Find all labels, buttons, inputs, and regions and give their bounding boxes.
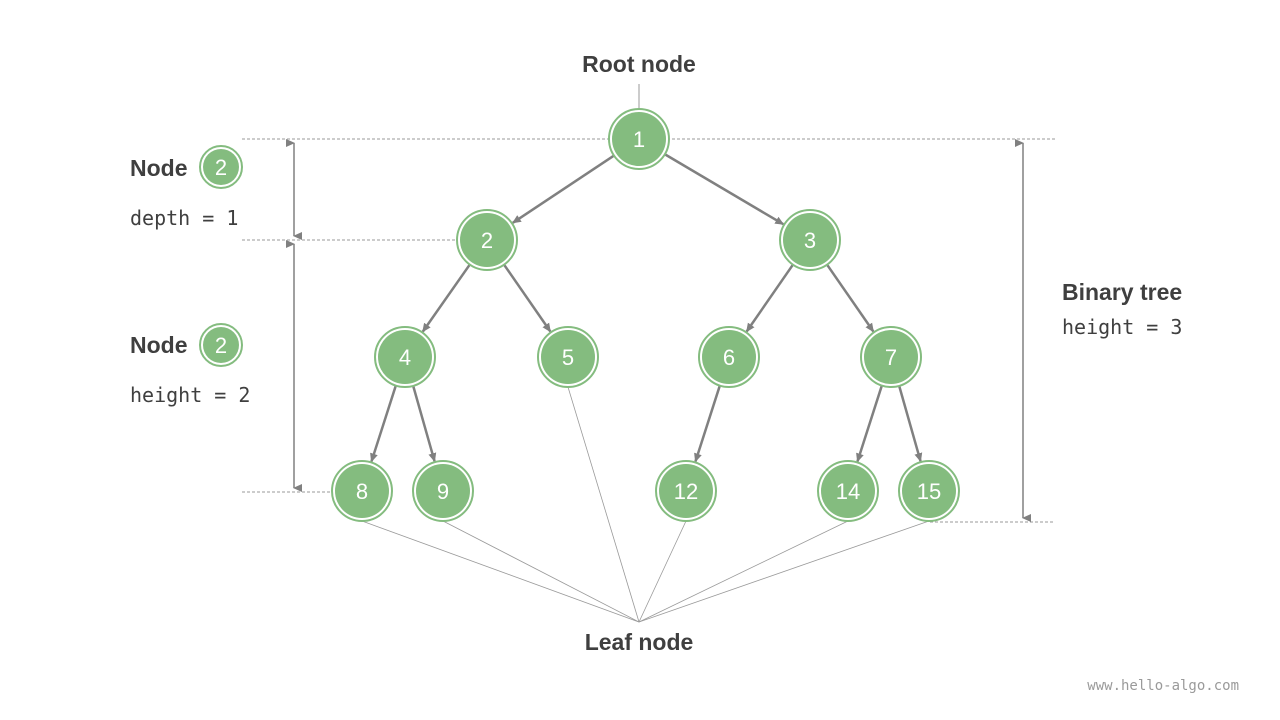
tree-node-circle-12 [659,464,713,518]
edge-1-3 [664,153,785,226]
leaf-pointer-line-15 [638,520,930,623]
node-height-badge-value: 2 [215,333,227,358]
root-node-label: Root node [582,51,696,77]
tree-node-label-4: 4 [399,345,411,370]
leaf-pointer-line-8 [361,520,640,623]
node-depth-badge-value: 2 [215,155,227,180]
leaf-pointer-line-14 [638,520,849,623]
tree-node-label-14: 14 [836,479,860,504]
tree-node-1: 1 [608,108,670,170]
tree-node-label-1: 1 [633,127,645,152]
depth-text: depth = 1 [130,206,238,230]
tree-node-15: 15 [898,460,960,522]
tree-node-label-2: 2 [481,228,493,253]
tree-node-label-7: 7 [885,345,897,370]
edge-3-6 [745,263,794,333]
tree-node-circle-2 [460,213,514,267]
leaf-node-label: Leaf node [585,629,694,655]
tree-node-3: 3 [779,209,841,271]
tree-height-text: height = 3 [1062,315,1182,339]
edge-6-12 [694,385,722,463]
tree-node-label-12: 12 [674,479,698,504]
tree-node-circle-3 [783,213,837,267]
edge-3-7 [826,263,875,333]
tree-node-label-5: 5 [562,345,574,370]
node-depth-title: Node [130,155,188,181]
edge-4-8 [370,385,398,463]
tree-edges [370,153,923,463]
tree-node-label-3: 3 [804,228,816,253]
edge-4-9 [411,385,437,463]
edge-7-15 [897,385,923,463]
tree-node-5: 5 [537,326,599,388]
tree-node-label-15: 15 [917,479,941,504]
node-depth-badge: 2 [199,145,243,189]
watermark: www.hello-algo.com [1087,678,1239,694]
tree-node-label-6: 6 [723,345,735,370]
tree-node-circle-6 [702,330,756,384]
tree-node-circle-8 [335,464,389,518]
binary-tree-title: Binary tree [1062,279,1182,305]
tree-node-circle-5 [541,330,595,384]
leaf-pointer-line-9 [442,520,640,623]
tree-node-label-9: 9 [437,479,449,504]
edge-2-4 [421,263,471,333]
node-height-title: Node [130,332,188,358]
tree-node-circle-9 [416,464,470,518]
tree-node-4: 4 [374,326,436,388]
tree-node-7: 7 [860,326,922,388]
tree-node-circle-4 [378,330,432,384]
tree-node-2: 2 [456,209,518,271]
edge-2-5 [503,263,552,333]
tree-node-circle-1 [612,112,666,166]
dimension-arrows [286,139,1031,522]
tree-node-circle-7 [864,330,918,384]
tree-node-9: 9 [412,460,474,522]
tree-node-8: 8 [331,460,393,522]
edge-7-14 [856,385,884,463]
node-height-badge: 2 [199,323,243,367]
tree-node-label-8: 8 [356,479,368,504]
tree-node-circle-14 [821,464,875,518]
tree-node-circle-15 [902,464,956,518]
tree-node-12: 12 [655,460,717,522]
node-height-text: height = 2 [130,383,250,407]
leaf-pointer-lines [361,386,930,623]
leaf-pointer-line-5 [567,386,640,623]
tree-node-14: 14 [817,460,879,522]
tree-node-6: 6 [698,326,760,388]
leaf-pointer-line-12 [638,520,687,623]
edge-1-2 [511,154,615,224]
